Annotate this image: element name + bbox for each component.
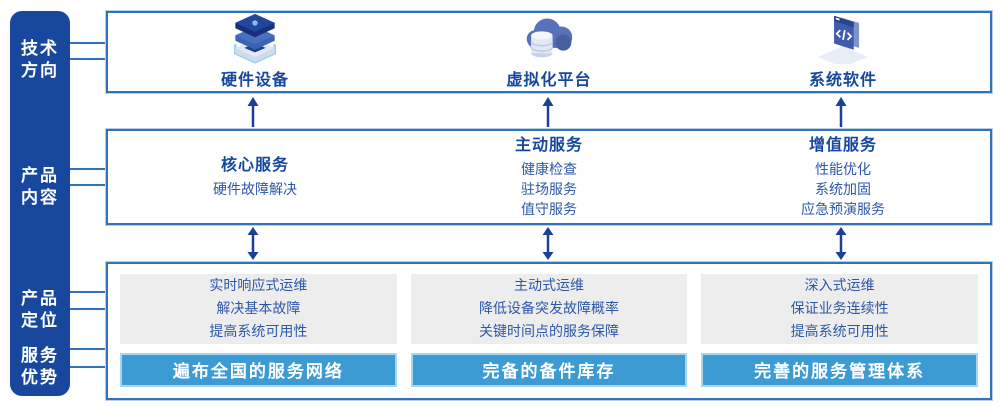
sidebar: 技术 方向 产品 内容 产品 定位 服务 优势 xyxy=(10,11,70,396)
up-arrow xyxy=(246,97,260,127)
positioning-line: 提高系统可用性 xyxy=(790,323,889,340)
positioning-line: 保证业务连续性 xyxy=(790,300,889,317)
positioning-col-3: 深入式运维 保证业务连续性 提高系统可用性 完善的服务管理体系 xyxy=(701,274,979,387)
positioning-line: 解决基本故障 xyxy=(216,300,301,317)
positioning-col-2: 主动式运维 降低设备突发故障概率 关键时间点的服务保障 完备的备件库存 xyxy=(410,274,688,387)
tech-item-label: 虚拟化平台 xyxy=(506,72,592,89)
service-item: 性能优化 xyxy=(815,161,871,177)
content-col-active-service: 主动服务 健康检查 驻场服务 值守服务 xyxy=(402,131,696,223)
service-title: 主动服务 xyxy=(514,137,583,154)
sidebar-label-service-advantage: 服务 优势 xyxy=(21,346,59,387)
sidebar-label-tech-direction: 技术 方向 xyxy=(21,39,59,80)
service-item: 应急预演服务 xyxy=(801,201,885,217)
connector-line xyxy=(70,348,107,350)
tech-direction-box: 硬件设备 虚拟化平台 xyxy=(106,11,992,93)
tech-item-label: 系统软件 xyxy=(808,72,877,89)
tech-item-label: 硬件设备 xyxy=(220,72,289,89)
service-item: 驻场服务 xyxy=(521,181,577,197)
connector-line xyxy=(70,58,107,60)
positioning-line: 实时响应式运维 xyxy=(209,277,308,294)
software-window-icon xyxy=(810,14,876,68)
server-stack-icon xyxy=(222,14,288,64)
connector-line xyxy=(70,308,107,310)
sidebar-label-product-content: 产品 内容 xyxy=(21,166,59,207)
up-arrow xyxy=(541,97,555,127)
advantage-bar: 完善的服务管理体系 xyxy=(701,352,979,387)
positioning-col-1: 实时响应式运维 解决基本故障 提高系统可用性 遍布全国的服务网络 xyxy=(120,274,397,387)
double-arrow xyxy=(246,227,260,260)
tech-item-virtualization: 虚拟化平台 xyxy=(402,13,696,91)
cloud-database-icon xyxy=(516,14,582,64)
service-item: 值守服务 xyxy=(521,201,577,217)
connector-line xyxy=(70,366,107,368)
positioning-line: 降低设备突发故障概率 xyxy=(479,300,619,317)
positioning-panel: 主动式运维 降低设备突发故障概率 关键时间点的服务保障 xyxy=(410,274,688,344)
connector-line xyxy=(70,291,107,293)
service-item: 系统加固 xyxy=(815,181,871,197)
content-col-core-service: 核心服务 硬件故障解决 xyxy=(108,131,402,223)
positioning-line: 主动式运维 xyxy=(514,277,584,294)
positioning-line: 关键时间点的服务保障 xyxy=(479,323,619,340)
tech-item-software: 系统软件 xyxy=(696,13,990,91)
positioning-panel: 实时响应式运维 解决基本故障 提高系统可用性 xyxy=(120,274,397,344)
service-item: 硬件故障解决 xyxy=(213,181,297,197)
double-arrow xyxy=(541,227,555,260)
positioning-line: 深入式运维 xyxy=(804,277,875,294)
connector-line xyxy=(70,168,107,170)
positioning-panel: 深入式运维 保证业务连续性 提高系统可用性 xyxy=(701,274,979,344)
service-title: 增值服务 xyxy=(808,137,877,154)
advantage-bar: 完备的备件库存 xyxy=(410,352,688,387)
service-item: 健康检查 xyxy=(521,161,577,177)
connector-line xyxy=(70,184,107,186)
advantage-bar: 遍布全国的服务网络 xyxy=(120,352,397,387)
double-arrow xyxy=(834,227,848,260)
sidebar-label-product-position: 产品 定位 xyxy=(21,289,59,330)
service-title: 核心服务 xyxy=(220,157,289,174)
positioning-line: 提高系统可用性 xyxy=(209,323,308,340)
positioning-advantage-box: 实时响应式运维 解决基本故障 提高系统可用性 遍布全国的服务网络 主动式运维 降… xyxy=(106,262,992,400)
content-col-value-added-service: 增值服务 性能优化 系统加固 应急预演服务 xyxy=(696,131,990,223)
product-content-box: 核心服务 硬件故障解决 主动服务 健康检查 驻场服务 值守服务 增值服务 性能优… xyxy=(106,129,992,225)
connector-line xyxy=(70,42,107,44)
tech-item-hardware: 硬件设备 xyxy=(108,13,402,91)
up-arrow xyxy=(834,97,848,127)
